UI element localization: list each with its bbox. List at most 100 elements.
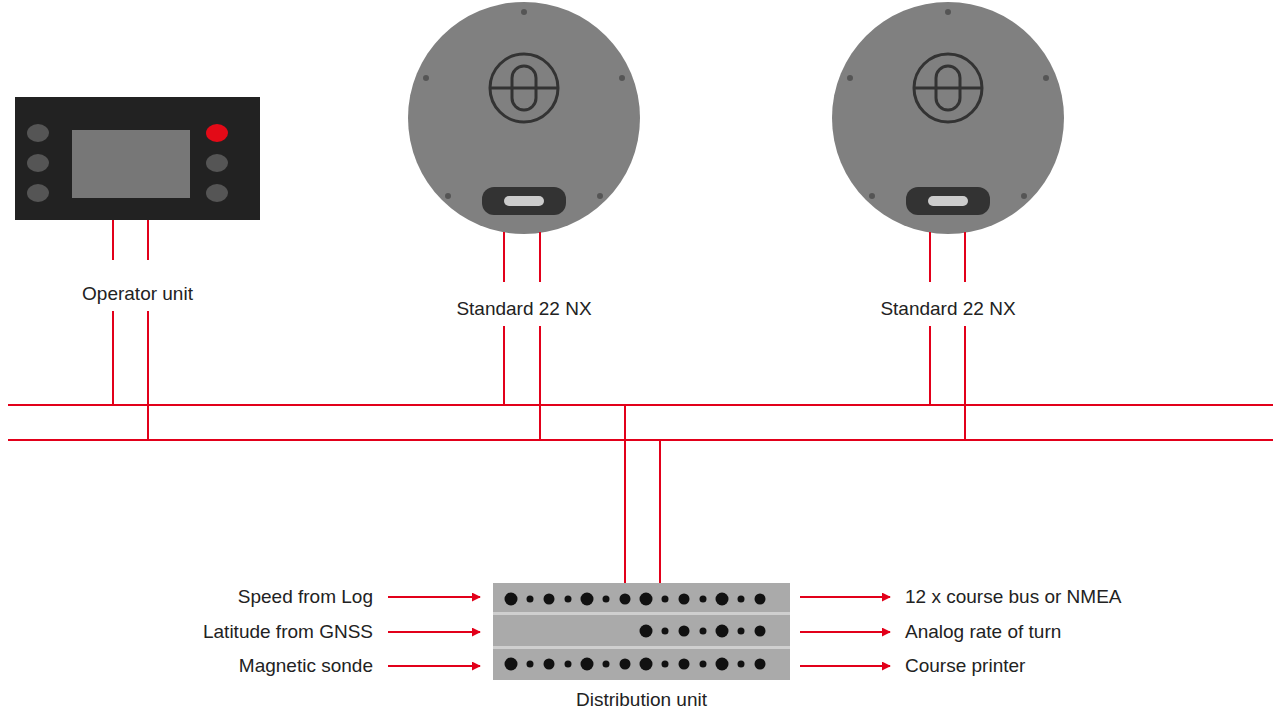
operator-button — [27, 154, 49, 172]
gyro-compass: Standard 22 NX — [832, 0, 1064, 326]
input-signal-label: Magnetic sonde — [239, 655, 373, 677]
device-illustration — [15, 97, 260, 311]
housing-screw — [521, 9, 527, 15]
terminal-dot — [679, 659, 690, 670]
output-signal-label: Analog rate of turn — [905, 621, 1061, 643]
terminal-dot — [738, 628, 745, 635]
operator-button — [206, 154, 228, 172]
terminal-dot — [581, 658, 594, 671]
status-light — [504, 196, 544, 206]
terminal-dot — [505, 658, 518, 671]
housing-screw — [945, 9, 951, 15]
bus-wire — [964, 326, 966, 440]
housing-screw — [1043, 75, 1049, 81]
device-illustration — [832, 0, 1064, 326]
housing-screw — [619, 75, 625, 81]
terminal-dot — [640, 658, 653, 671]
bus-connector — [625, 326, 930, 583]
housing-screw — [1021, 193, 1027, 199]
gyro-logo — [490, 87, 558, 90]
output-arrow — [800, 665, 890, 667]
terminal-dot — [603, 661, 610, 668]
output-signal-label: Course printer — [905, 655, 1025, 677]
lead-wire — [929, 232, 931, 282]
second-wires — [148, 311, 965, 583]
output-arrow — [800, 631, 890, 633]
terminal-dot — [640, 593, 653, 606]
operator-button — [27, 124, 49, 142]
bus-wire — [659, 440, 661, 583]
terminal-dot — [620, 659, 631, 670]
terminal-dot — [544, 594, 555, 605]
terminal-dot — [662, 661, 669, 668]
terminal-dot — [700, 628, 707, 635]
lead-wire — [503, 232, 505, 282]
rack-divider — [493, 612, 790, 615]
operator-button — [27, 184, 49, 202]
terminal-dot — [738, 661, 745, 668]
device-illustration — [408, 0, 640, 326]
terminal-dot — [544, 659, 555, 670]
terminal-dot — [640, 625, 653, 638]
terminal-dot — [716, 593, 729, 606]
terminal-dot — [527, 661, 534, 668]
terminal-dot — [755, 594, 766, 605]
input-arrow — [388, 631, 480, 633]
gyro-compass: Standard 22 NX — [408, 0, 640, 326]
bus-wire — [539, 326, 541, 440]
housing-screw — [869, 193, 875, 199]
display-screen — [72, 130, 190, 198]
lead-wire — [147, 220, 149, 260]
bus-lines — [8, 405, 1273, 440]
operator-button — [206, 124, 228, 142]
device-label: Operator unit — [79, 283, 196, 305]
input-arrow — [388, 665, 480, 667]
rack-divider — [493, 646, 790, 649]
terminal-dot — [662, 628, 669, 635]
terminal-dot — [527, 596, 534, 603]
gyro-housing — [832, 2, 1064, 234]
terminal-dot — [565, 661, 572, 668]
terminal-dot — [700, 661, 707, 668]
terminal-dot — [755, 659, 766, 670]
device-label: Standard 22 NX — [877, 298, 1018, 320]
terminal-dot — [700, 596, 707, 603]
operator-button — [206, 184, 228, 202]
lead-wire — [112, 220, 114, 260]
terminal-dot — [620, 594, 631, 605]
bus-connector — [113, 311, 625, 583]
terminal-dot — [755, 626, 766, 637]
bus-wire — [147, 311, 149, 440]
bus-line — [8, 439, 1273, 441]
operator-housing — [15, 97, 260, 220]
gyro-logo — [914, 87, 982, 90]
housing-screw — [847, 75, 853, 81]
connectors — [113, 311, 930, 583]
input-signal-label: Latitude from GNSS — [203, 621, 373, 643]
housing-screw — [597, 193, 603, 199]
device-label: Distribution unit — [573, 689, 710, 711]
lead-wire — [964, 232, 966, 282]
status-window — [482, 187, 566, 215]
status-light — [928, 196, 968, 206]
terminal-dot — [738, 596, 745, 603]
input-arrow — [388, 596, 480, 598]
input-signal-label: Speed from Log — [238, 586, 373, 608]
terminal-dot — [581, 593, 594, 606]
housing-screw — [423, 75, 429, 81]
terminal-dot — [679, 626, 690, 637]
bus-connector — [504, 326, 625, 583]
gyro-logo — [490, 54, 558, 122]
lead-wire — [539, 232, 541, 282]
terminal-dot — [679, 594, 690, 605]
output-arrow — [800, 596, 890, 598]
gyro-logo — [914, 54, 982, 122]
terminal-dot — [662, 596, 669, 603]
distribution-unit: Distribution unit — [493, 583, 790, 717]
terminal-dot — [716, 658, 729, 671]
terminal-dot — [505, 593, 518, 606]
status-window — [906, 187, 990, 215]
operator-unit: Operator unit — [15, 97, 260, 311]
device-label: Standard 22 NX — [453, 298, 594, 320]
